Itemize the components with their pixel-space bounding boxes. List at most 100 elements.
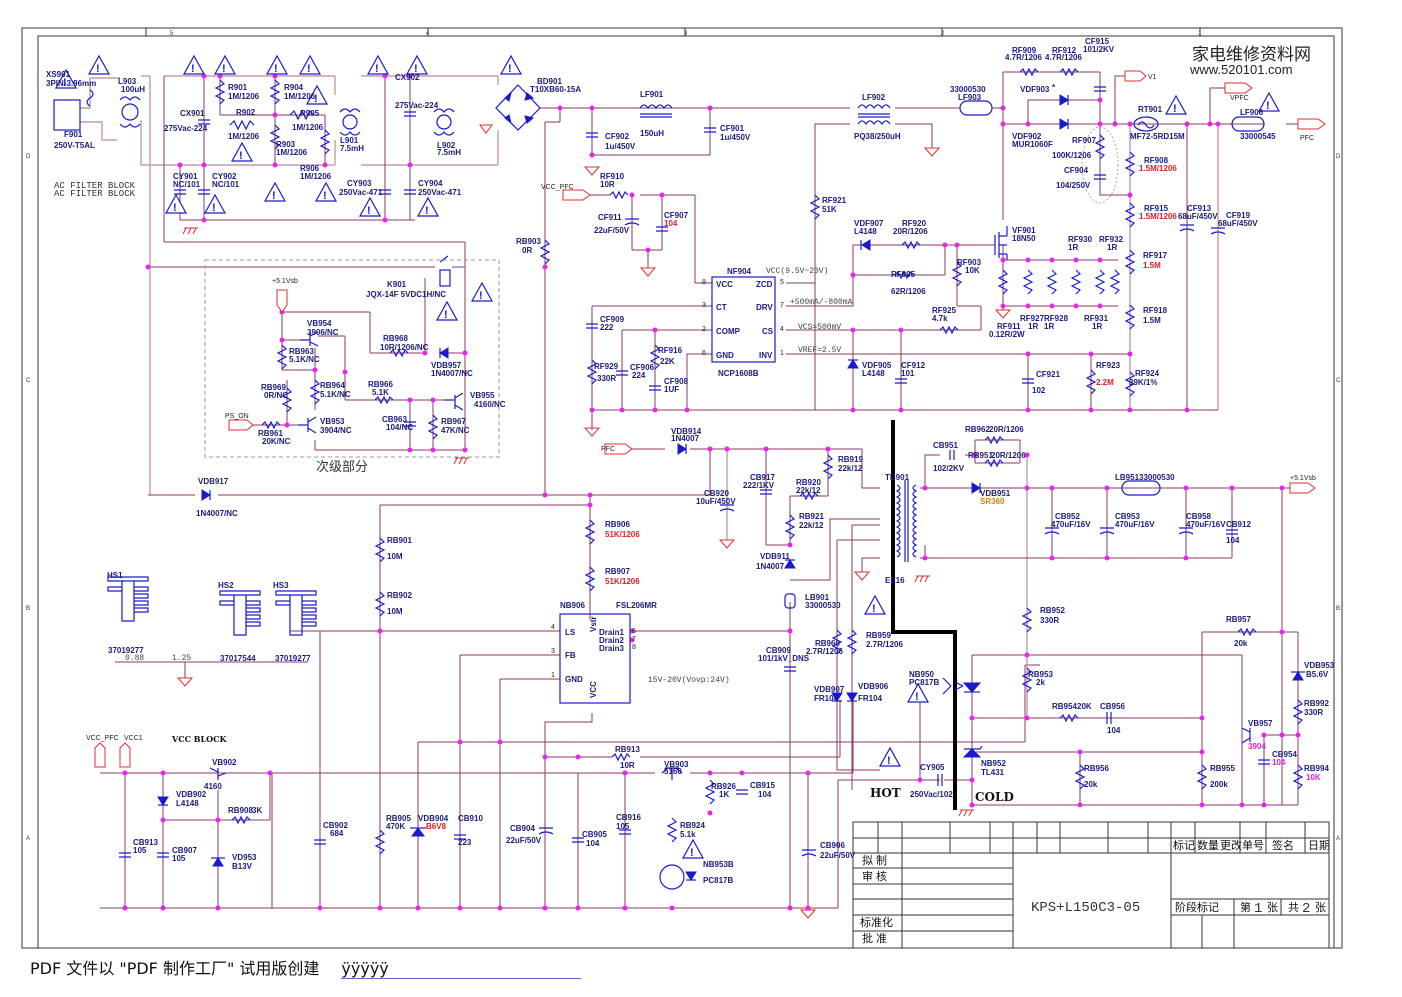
port-vpfc — [1224, 82, 1253, 94]
svg-text:!: ! — [63, 77, 67, 89]
transformer-primary-icon — [895, 484, 901, 558]
val-bd901: T10XB60-15A — [530, 85, 581, 94]
val-vdb951: SR360 — [980, 497, 1005, 506]
val-vdb957: 1N4007/NC — [431, 369, 473, 378]
capacitor-icon — [619, 829, 631, 835]
net-pfc-in-label: PFC — [601, 446, 615, 453]
diode-icon — [861, 239, 871, 251]
resistor-icon — [1074, 764, 1086, 790]
warning-icon: ! — [298, 54, 322, 75]
val-r901: 1M/1206 — [228, 92, 260, 101]
note-nb906-vcc: 15V-20V(Vovp:24V) — [648, 676, 730, 685]
val-rf916: 22K — [660, 357, 675, 366]
nf904-pinnum-7: 7 — [780, 302, 784, 309]
label-hot: HOT — [870, 786, 901, 800]
capacitor-icon — [404, 189, 416, 195]
val-vdb904: B6V8 — [426, 822, 447, 831]
val-rb951: 20R/1206 — [991, 451, 1026, 460]
nf904-pinnum-8: 8 — [702, 279, 706, 286]
drawing-number: KPS+L150C3-05 — [1031, 900, 1140, 916]
ref-rb967: RB967 — [441, 417, 466, 426]
resistor-icon — [1046, 269, 1058, 295]
capacitor-icon — [1106, 712, 1112, 724]
ref-cx902: CX902 — [395, 73, 420, 82]
val-lb901: 33000530 — [805, 601, 841, 610]
port-pfc-out — [1297, 118, 1326, 130]
val-r903: 1M/1206 — [276, 148, 308, 157]
diode-icon — [677, 443, 687, 455]
ref-vdb917: VDB917 — [198, 477, 229, 486]
resistor-icon — [1021, 667, 1033, 693]
ref-lf901: LF901 — [640, 90, 664, 99]
val-cy905: 250Vac/102 — [910, 790, 953, 799]
resistor-icon — [374, 591, 386, 617]
nf904-pin-gnd: GND — [716, 351, 734, 360]
ref-rb901: RB901 — [387, 536, 412, 545]
svg-text:!: ! — [479, 290, 483, 302]
val-rb994: 10K — [1306, 773, 1321, 782]
ref-cb963: CB963 — [382, 415, 407, 424]
val-cf915: 101/2KV — [1083, 45, 1115, 54]
val-lf906: 33000545 — [1240, 132, 1276, 141]
resistor-icon — [276, 344, 288, 370]
nf904-pinnum-3: 3 — [702, 302, 706, 309]
ref-rf928: RF928 — [1044, 314, 1069, 323]
ground-icon — [718, 539, 736, 549]
role-drafted: 拟 制 — [862, 853, 887, 867]
val-rf910: 10R — [600, 180, 615, 189]
rev-header-mark: 标记 — [1173, 838, 1195, 852]
total-sheets: 2 — [1302, 901, 1310, 917]
diode-icon — [1059, 118, 1069, 130]
wires — [80, 71, 1299, 909]
note-hs-spacing-2: 1.25 — [172, 654, 191, 663]
val-rb903: 0R — [522, 246, 532, 255]
ref-rb994: RB994 — [1304, 764, 1329, 773]
val-hs3: 37019277 — [275, 654, 311, 663]
val-cb958: 470uF/16V — [1186, 520, 1226, 529]
svg-text:!: ! — [425, 205, 429, 217]
val-r905: 1M/1206 — [292, 123, 324, 132]
net-vpfc-label: VPFC — [1230, 95, 1249, 102]
ref-rf929: RF929 — [594, 362, 619, 371]
ref-rb969: RB969 — [261, 383, 286, 392]
ref-r906: R906 — [300, 164, 320, 173]
val-vdb911: 1N4007 — [756, 562, 785, 571]
capacitor-icon — [616, 370, 628, 376]
val-cb904: 22uF/50V — [506, 836, 542, 845]
warning-icon: ! — [203, 193, 227, 214]
note-nf904-vcc: VCC(9.5V~20V) — [766, 267, 828, 276]
ferrite-bead-icon — [1121, 480, 1161, 496]
ref-r904: R904 — [284, 83, 304, 92]
val-cb912: 104 — [1226, 536, 1240, 545]
resistor-icon — [1124, 202, 1136, 228]
ref-rb959: RB959 — [866, 631, 891, 640]
val-rb961: 20K/NC — [262, 437, 291, 446]
capacitor-icon — [379, 189, 391, 195]
ref-rb954: RB954 — [1052, 702, 1077, 711]
ref-cb915: CB915 — [750, 781, 775, 790]
val-rb905: 470K — [386, 822, 405, 831]
ref-rb964: RB964 — [320, 381, 345, 390]
ref-r901: R901 — [228, 83, 248, 92]
resistor-icon — [799, 491, 819, 501]
electrolytic-capacitor-icon — [719, 504, 735, 512]
val-cb917: 222/1KV — [743, 481, 775, 490]
ref-rb905: RB905 — [386, 814, 411, 823]
capacitor-icon — [784, 666, 796, 672]
ref-cy903: CY903 — [347, 179, 372, 188]
nb906-pin-vstr: Vstr — [589, 616, 598, 632]
ref-rb953: RB953 — [1028, 670, 1053, 679]
val-rf929: 330R — [597, 374, 616, 383]
val-lb951: 33000530 — [1139, 473, 1175, 482]
val-cb910: 223 — [458, 838, 472, 847]
ref-vb903: VB903 — [664, 760, 689, 769]
resistor-icon — [894, 270, 914, 280]
val-cb913: 105 — [133, 846, 147, 855]
footer-link[interactable]: ÿÿÿÿÿ — [341, 959, 582, 979]
nf904-pinnum-4: 4 — [780, 326, 784, 333]
svg-text:!: ! — [1173, 103, 1177, 115]
diode-icon — [831, 692, 843, 702]
ref-cb912: CB912 — [1226, 520, 1251, 529]
val-rb956: 20k — [1084, 780, 1098, 789]
nf904-pin-drv: DRV — [756, 303, 773, 312]
